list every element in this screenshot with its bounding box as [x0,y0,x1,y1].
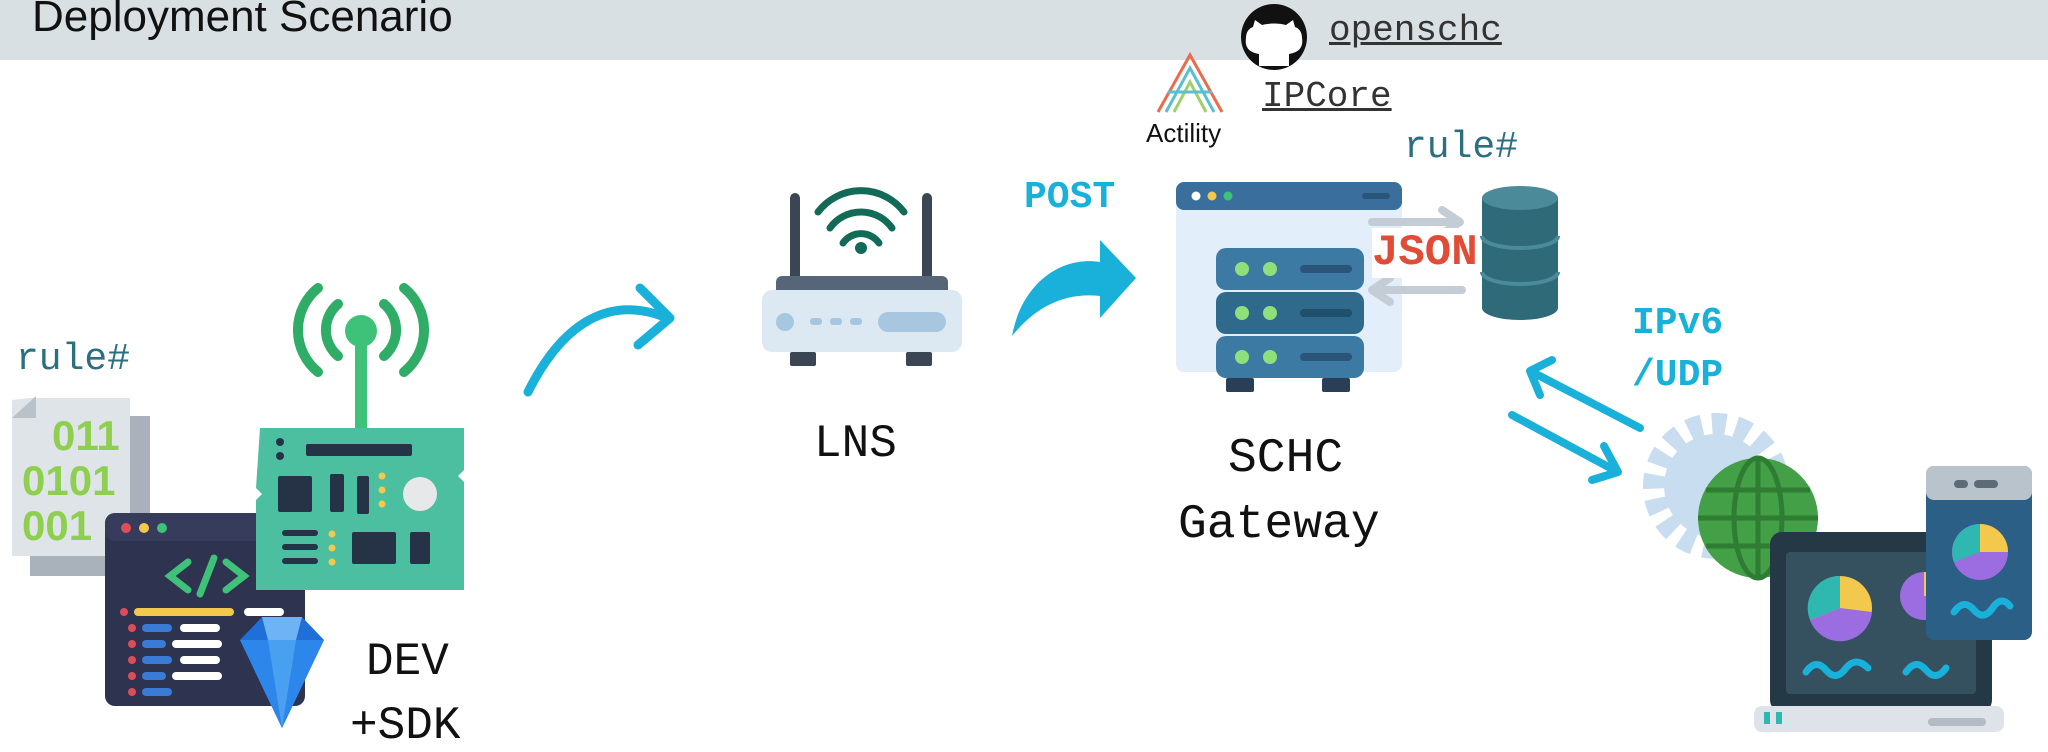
post-label: POST [1024,176,1116,219]
laptop-dashboard-icon [1754,466,2032,732]
actility-logo [1156,51,1224,113]
json-arrows [1368,206,1466,306]
svg-text:011: 011 [52,412,120,459]
schc-label-line1: SCHC [1228,432,1344,486]
rule-label-right: rule# [1404,126,1519,169]
page-title: Deployment Scenario [32,0,453,41]
dev-label-line1: DEV [366,636,449,688]
ipcore-link[interactable]: IPCore [1262,76,1392,117]
lns-label: LNS [814,418,897,470]
ipv6-label-line2: /UDP [1632,354,1724,397]
json-label: JSON [1372,228,1478,278]
arrow-post [1012,240,1136,336]
ipv6-label-line1: IPv6 [1632,302,1724,345]
binary-file-icon: 011 0101 001 [12,396,150,576]
database-icon [1480,186,1560,320]
arrow-dev-to-lns [523,283,675,397]
ipv6-arrows [1508,356,1644,484]
openschc-link[interactable]: openschc [1329,10,1502,51]
actility-label: Actility [1146,118,1222,148]
rule-label-left: rule# [16,338,131,381]
gem-icon [240,617,324,728]
iot-board-icon [256,283,464,590]
wifi-router-icon [762,187,962,366]
svg-text:0101: 0101 [22,457,115,504]
github-icon[interactable] [1241,4,1307,70]
server-icon [1176,182,1402,392]
schc-label-line2: Gateway [1178,498,1380,552]
globe-gear-icon [1643,413,1818,581]
svg-text:001: 001 [22,502,92,549]
title-bar [0,0,2048,60]
dev-label-line2: +SDK [350,700,461,752]
